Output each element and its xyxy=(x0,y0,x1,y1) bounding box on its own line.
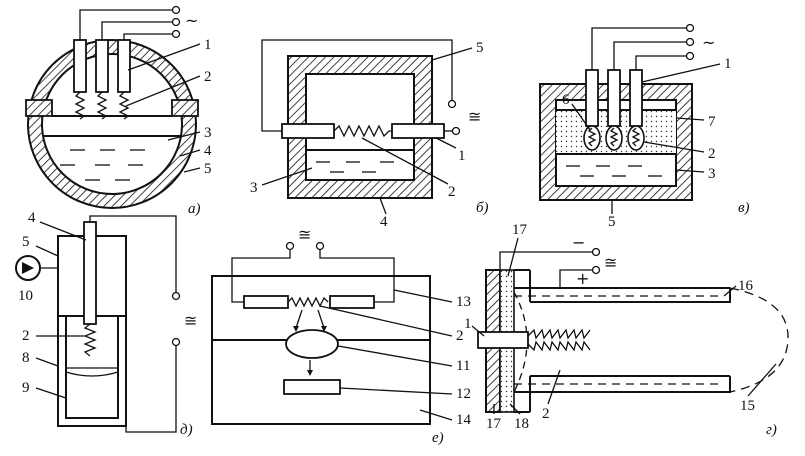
panel-a-callout-5: 5 xyxy=(204,161,212,177)
panel-v-callout-1: 1 xyxy=(724,56,732,72)
panel-b-furnace-wall xyxy=(287,55,433,199)
panel-a-caption: а) xyxy=(188,201,201,217)
panel-a-lid-flange-right xyxy=(171,99,199,117)
panel-e-callout-13: 13 xyxy=(456,294,471,310)
panel-e-tray xyxy=(283,379,341,395)
panel-b-callout-1: 1 xyxy=(458,148,466,164)
panel-e-electrode-left xyxy=(243,295,289,309)
panel-a-callout-2: 2 xyxy=(204,69,212,85)
panel-b-heater xyxy=(333,124,393,138)
panel-v-callout-5: 5 xyxy=(608,214,616,230)
panel-g-electrode xyxy=(477,331,529,349)
panel-d-callout-9: 9 xyxy=(22,380,30,396)
panel-d-callout-5: 5 xyxy=(22,234,30,250)
panel-g-callout-18: 18 xyxy=(514,416,529,432)
panel-d-callout-4: 4 xyxy=(28,210,36,226)
panel-e: ≅ 13 2 11 12 14 е) xyxy=(211,225,472,446)
panel-a-heater-3 xyxy=(118,91,130,120)
panel-b-caption: б) xyxy=(476,200,489,216)
panel-e-callout-11: 11 xyxy=(456,358,470,374)
panel-a-supply-symbol: ~ xyxy=(185,11,198,30)
panel-v-caption: в) xyxy=(738,200,750,216)
panel-d-heater xyxy=(83,323,97,357)
panel-b-electrode-left xyxy=(281,123,335,139)
panel-a-callout-4: 4 xyxy=(204,143,212,159)
panel-a: ~ 1 2 3 4 5 а) xyxy=(25,5,212,217)
panel-v-callout-2: 2 xyxy=(708,146,716,162)
panel-v-electrode-1 xyxy=(585,69,599,127)
panel-g: − + ≅ 17 16 1 15 2 17 18 г) xyxy=(464,222,789,438)
panel-a-callout-1: 1 xyxy=(204,37,212,53)
panel-b-callout-4: 4 xyxy=(380,214,388,230)
panel-e-workpiece xyxy=(285,329,339,359)
panel-a-callout-3: 3 xyxy=(204,125,212,141)
panel-g-heater-upper xyxy=(527,328,591,340)
panel-g-minus-sign: − xyxy=(572,233,585,252)
panel-g-caption: г) xyxy=(766,422,777,438)
panel-d-crucible xyxy=(57,316,127,427)
panel-d-caption: д) xyxy=(180,422,193,438)
panel-e-caption: е) xyxy=(432,430,444,446)
panel-v-callout-7: 7 xyxy=(708,114,716,130)
panel-d-callout-8: 8 xyxy=(22,350,30,366)
panel-a-electrode-3 xyxy=(117,39,131,93)
panel-a-electrode-1 xyxy=(73,39,87,93)
panel-g-supply-symbol: ≅ xyxy=(604,253,617,272)
panel-g-callout-1: 1 xyxy=(464,316,472,332)
panel-d-callout-2: 2 xyxy=(22,328,30,344)
panel-g-heater-lower xyxy=(527,340,591,352)
panel-g-callout-16: 16 xyxy=(738,278,754,294)
panel-v-callout-3: 3 xyxy=(708,166,716,182)
panel-a-heater-2 xyxy=(96,91,108,120)
panel-v-supply-symbol: ~ xyxy=(702,33,715,52)
panel-g-plus-sign: + xyxy=(576,269,589,288)
panel-a-vessel-wall xyxy=(26,39,198,209)
panel-a-electrode-2 xyxy=(95,39,109,93)
panel-v: ~ 1 6 7 2 3 5 в) xyxy=(539,23,750,230)
panel-d-supply-symbol: ≅ xyxy=(184,311,197,330)
panel-e-callout-2: 2 xyxy=(456,328,464,344)
panel-d-electrode-rod xyxy=(83,221,97,325)
panel-d: ≅ 4 5 10 2 8 9 д) xyxy=(15,210,197,438)
panel-b-callout-5: 5 xyxy=(476,40,484,56)
panel-b-callout-3: 3 xyxy=(250,180,258,196)
panel-e-supply-symbol: ≅ xyxy=(298,225,311,244)
panel-e-heater xyxy=(287,296,329,308)
panel-b: ≅ 5 1 3 2 4 б) xyxy=(250,39,489,230)
panel-e-callout-14: 14 xyxy=(456,412,472,428)
panel-g-callout-17-bottom: 17 xyxy=(486,416,502,432)
panel-v-electrode-2 xyxy=(607,69,621,127)
panel-b-supply-symbol: ≅ xyxy=(468,107,481,126)
panel-g-callout-17-top: 17 xyxy=(512,222,528,238)
panel-d-callout-10: 10 xyxy=(18,288,33,304)
panel-a-heater-1 xyxy=(74,91,86,120)
panel-b-electrode-right xyxy=(391,123,445,139)
panel-v-electrode-3 xyxy=(629,69,643,127)
panel-v-callout-6: 6 xyxy=(562,92,570,108)
panel-g-tube-upper xyxy=(514,287,731,303)
panel-a-lid-flange-left xyxy=(25,99,53,117)
panel-e-electrode-right xyxy=(329,295,375,309)
panel-g-callout-15: 15 xyxy=(740,398,755,414)
panel-e-callout-12: 12 xyxy=(456,386,471,402)
panel-b-callout-2: 2 xyxy=(448,184,456,200)
panel-g-plasma-envelope xyxy=(729,287,789,393)
panel-g-callout-2: 2 xyxy=(542,406,550,422)
